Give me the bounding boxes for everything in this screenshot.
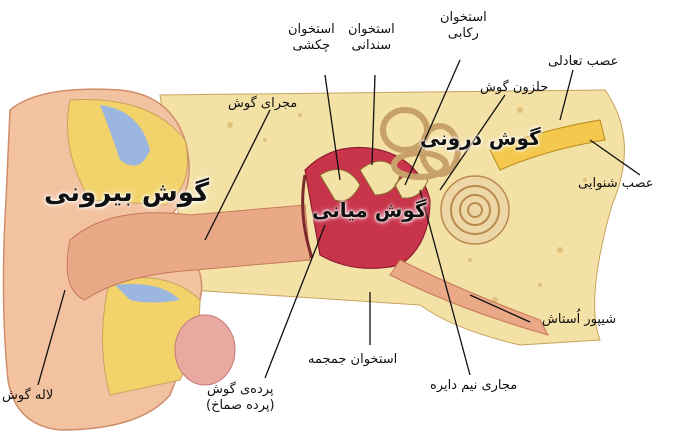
cochlea-shape (441, 176, 509, 244)
region-outer-ear: گوش بیرونی (44, 178, 209, 208)
label-skull-bone: استخوان جمجمه (308, 352, 397, 368)
label-eustachian-tube: شیپور اُستاش (542, 312, 616, 328)
label-stirrup-bone: استخوان رکابی (440, 10, 487, 42)
region-inner-ear: گوش درونی (420, 126, 541, 150)
label-anvil-bone: استخوان سندانی (348, 22, 395, 54)
region-middle-ear: گوش میانی (312, 198, 427, 222)
label-hammer-bone: استخوان چکشی (288, 22, 335, 54)
label-semicircular-canals: مجاری نیم دایره (430, 378, 517, 394)
label-eardrum: پرده‌ی گوش (پرده صماخ) (206, 382, 275, 414)
lobe-tissue (175, 315, 235, 385)
label-vestibular-nerve: عصب تعادلی (548, 54, 618, 70)
label-ear-canal: مجرای گوش (228, 96, 297, 112)
label-auditory-nerve: عصب شنوایی (578, 176, 654, 192)
label-cochlea: حلزون گوش (480, 80, 548, 96)
label-pinna: لاله گوش (2, 388, 53, 404)
